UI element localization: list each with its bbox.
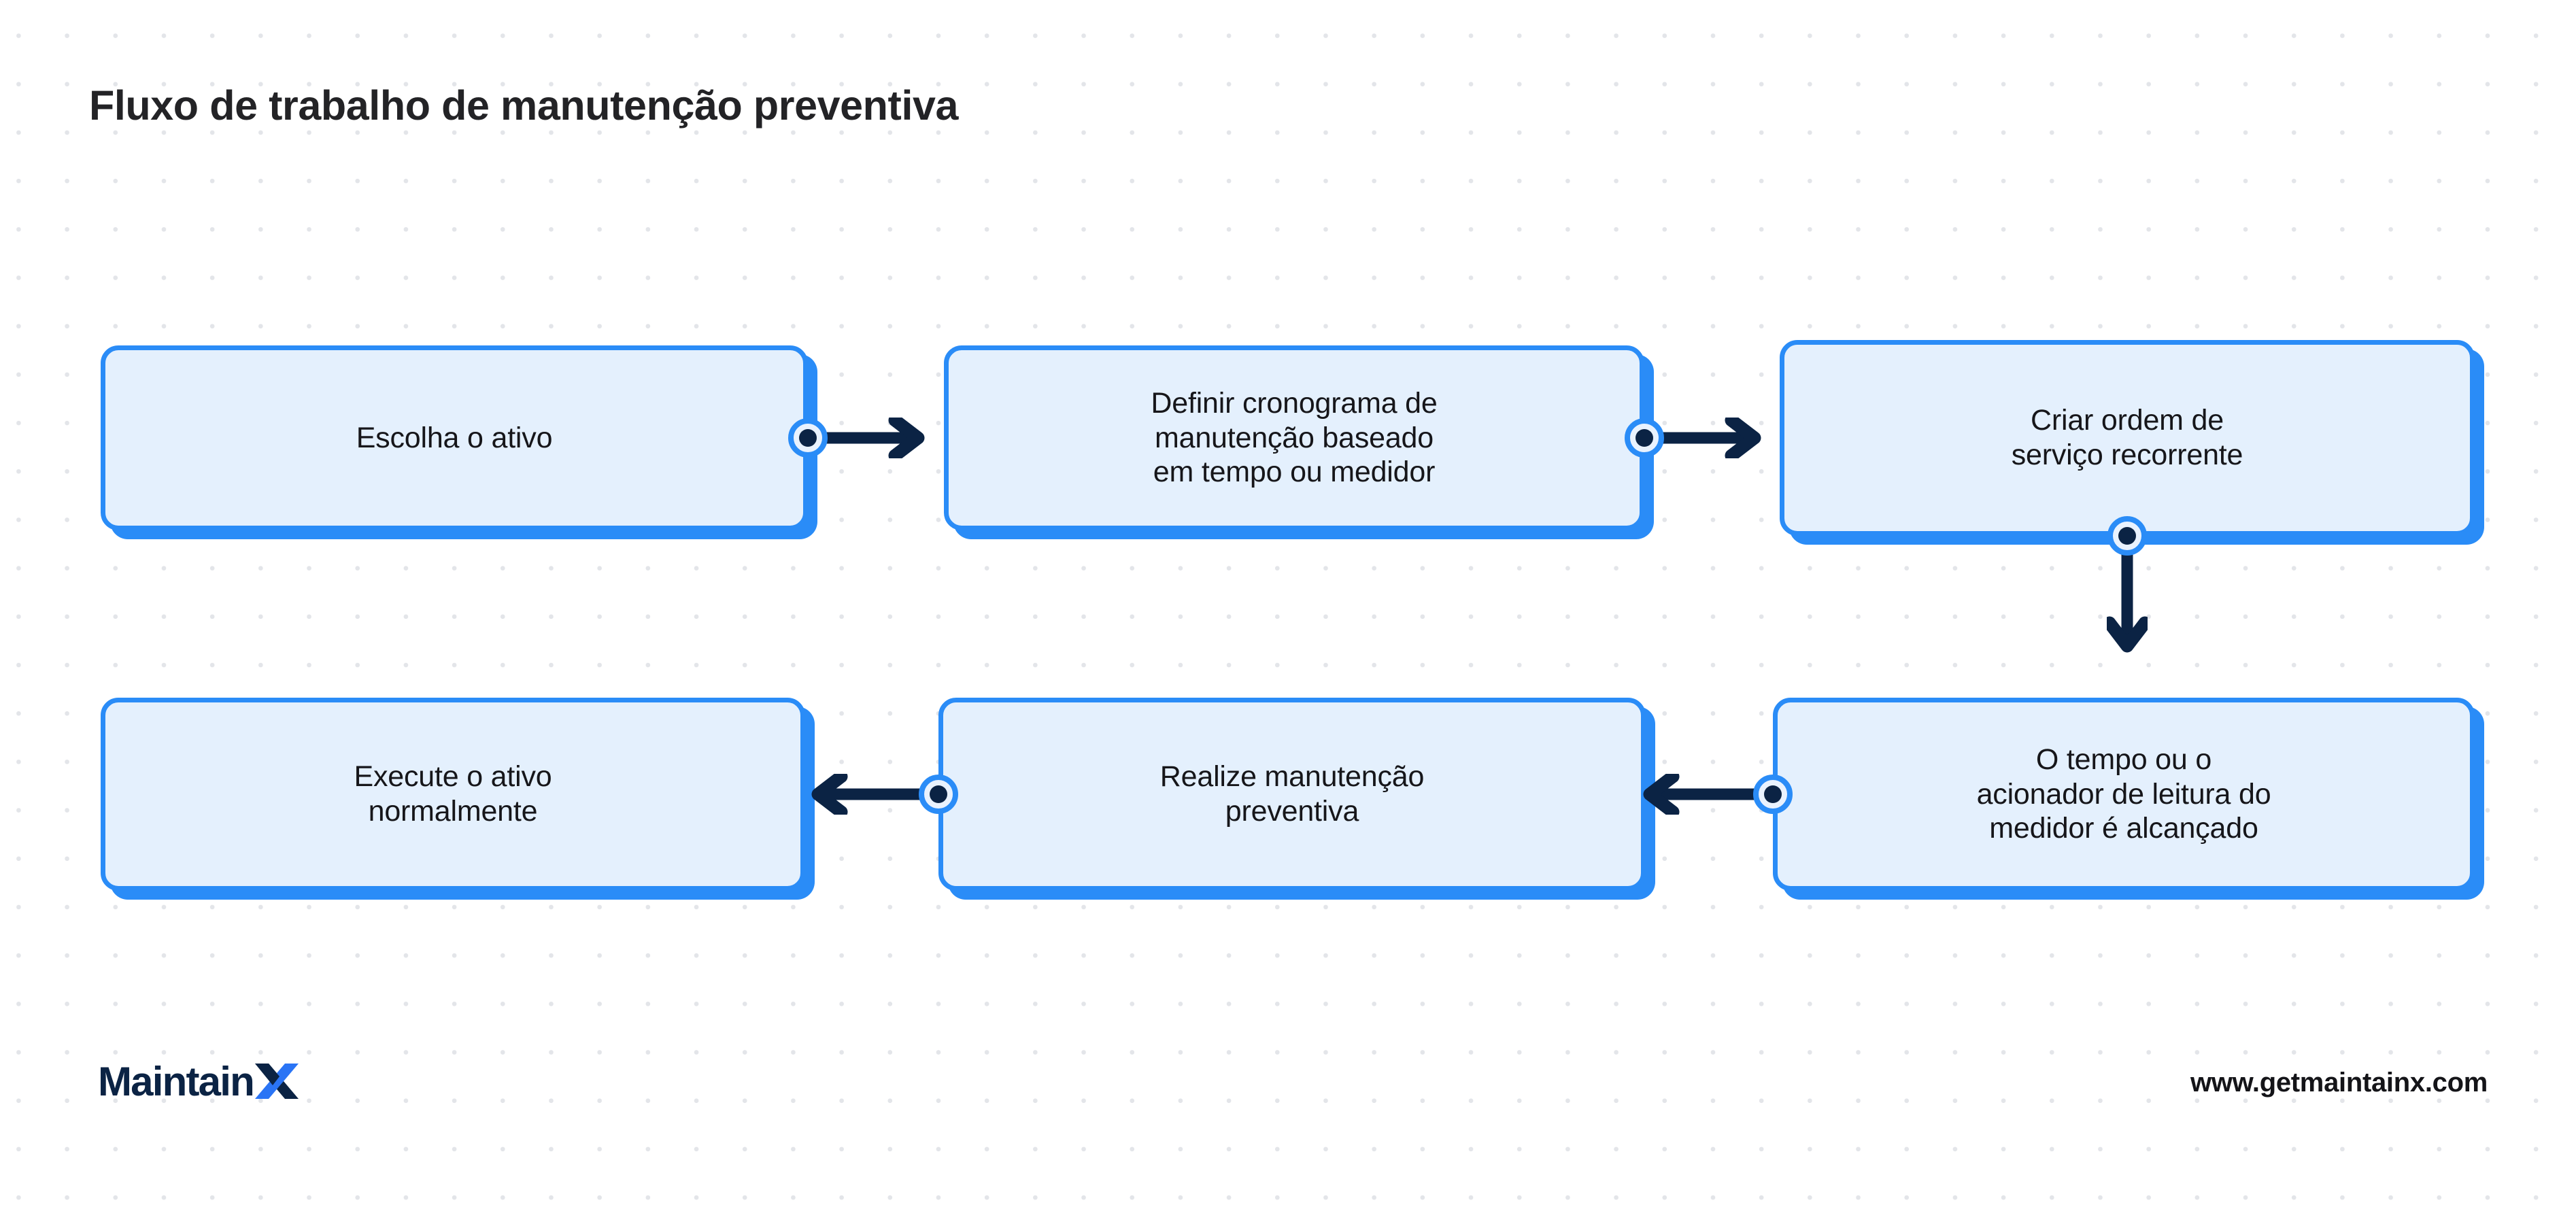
connector-node-icon <box>1753 775 1793 814</box>
flow-node-label: Criar ordem de serviço recorrente <box>2011 404 2243 471</box>
connector-node-icon <box>919 775 958 814</box>
flow-node-label: Realize manutenção preventiva <box>1159 760 1425 828</box>
connector-node-icon <box>788 418 828 458</box>
website-url: www.getmaintainx.com <box>2190 1068 2488 1098</box>
flow-node-label: Definir cronograma de manutenção baseado… <box>1151 386 1438 489</box>
flow-node-label: Execute o ativo normalmente <box>354 760 552 828</box>
flow-node-label: O tempo ou o acionador de leitura do med… <box>1976 743 2271 845</box>
connector-node-icon <box>1625 418 1664 458</box>
maintainx-logo: Maintain <box>98 1057 299 1105</box>
arrow-left-icon <box>1643 774 1767 815</box>
flow-node-criar-ordem-de-servico[interactable]: Criar ordem de serviço recorrente <box>1780 340 2475 536</box>
logo-wordmark: Maintain <box>98 1058 255 1104</box>
flow-node-escolha-o-ativo[interactable]: Escolha o ativo <box>101 345 808 530</box>
flow-node-acionador-alcancado[interactable]: O tempo ou o acionador de leitura do med… <box>1773 698 2475 891</box>
flow-node-realize-manutencao[interactable]: Realize manutenção preventiva <box>938 698 1646 891</box>
maintainx-x-icon <box>254 1064 299 1099</box>
arrow-left-icon <box>811 774 935 815</box>
page-title: Fluxo de trabalho de manutenção preventi… <box>89 82 959 129</box>
flow-node-label: Escolha o ativo <box>356 421 553 454</box>
flow-node-definir-cronograma[interactable]: Definir cronograma de manutenção baseado… <box>944 345 1644 530</box>
flow-node-execute-o-ativo[interactable]: Execute o ativo normalmente <box>101 698 805 891</box>
connector-node-icon <box>2107 516 2147 556</box>
